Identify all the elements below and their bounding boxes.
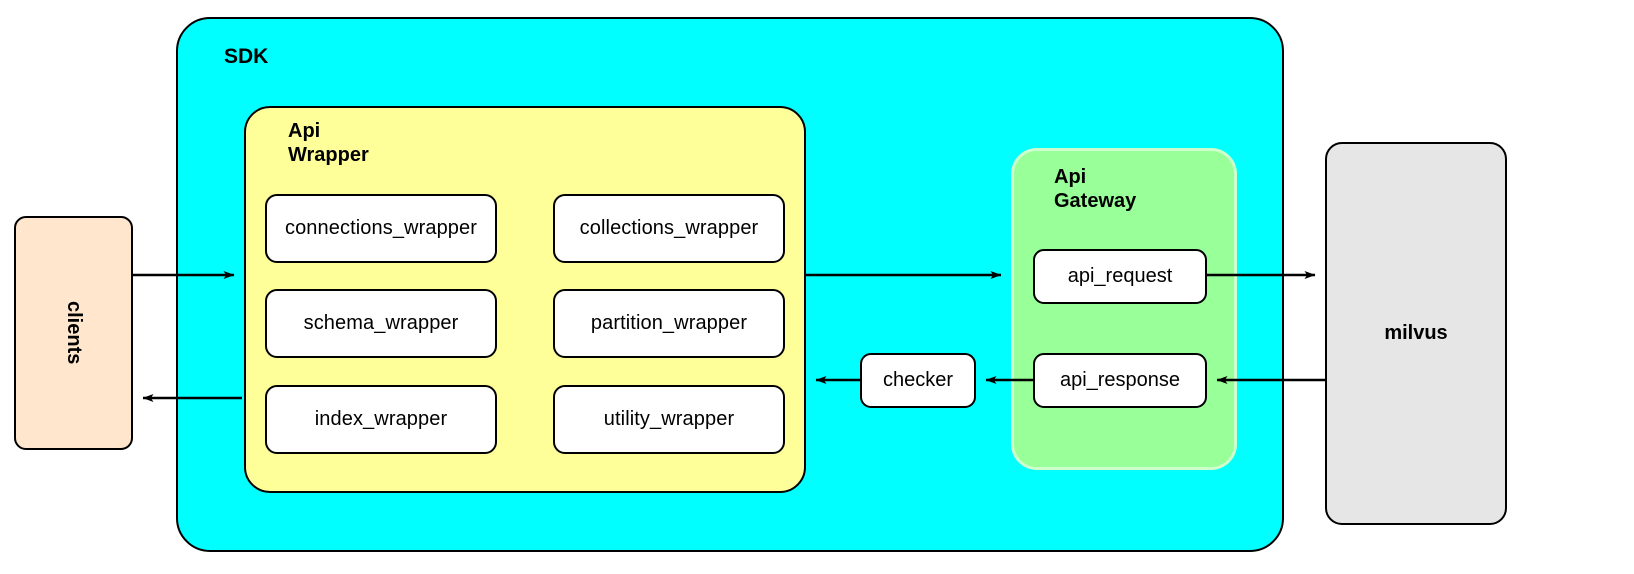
module-label: checker [882,369,954,391]
clients-label: clients [63,301,85,365]
clients-box[interactable]: clients [14,216,133,450]
module-checker[interactable]: checker [860,353,976,408]
module-partition-wrapper[interactable]: partition_wrapper [553,289,785,358]
milvus-box[interactable]: milvus [1325,142,1507,525]
module-label: api_request [1067,265,1173,287]
api-gateway-label: Api Gateway [1054,166,1137,213]
module-collections-wrapper[interactable]: collections_wrapper [553,194,785,263]
module-label: collections_wrapper [579,217,759,239]
api-gateway-container: Api Gateway [1011,148,1237,470]
api-wrapper-label: Api Wrapper [288,120,369,167]
module-index-wrapper[interactable]: index_wrapper [265,385,497,454]
sdk-label: SDK [224,45,269,68]
module-connections-wrapper[interactable]: connections_wrapper [265,194,497,263]
module-utility-wrapper[interactable]: utility_wrapper [553,385,785,454]
module-schema-wrapper[interactable]: schema_wrapper [265,289,497,358]
module-label: utility_wrapper [603,408,735,430]
module-label: partition_wrapper [590,312,748,334]
module-label: connections_wrapper [284,217,478,239]
module-label: api_response [1059,369,1181,391]
milvus-label: milvus [1384,322,1448,344]
module-label: index_wrapper [314,408,448,430]
module-api-response[interactable]: api_response [1033,353,1207,408]
module-label: schema_wrapper [303,312,459,334]
module-api-request[interactable]: api_request [1033,249,1207,304]
